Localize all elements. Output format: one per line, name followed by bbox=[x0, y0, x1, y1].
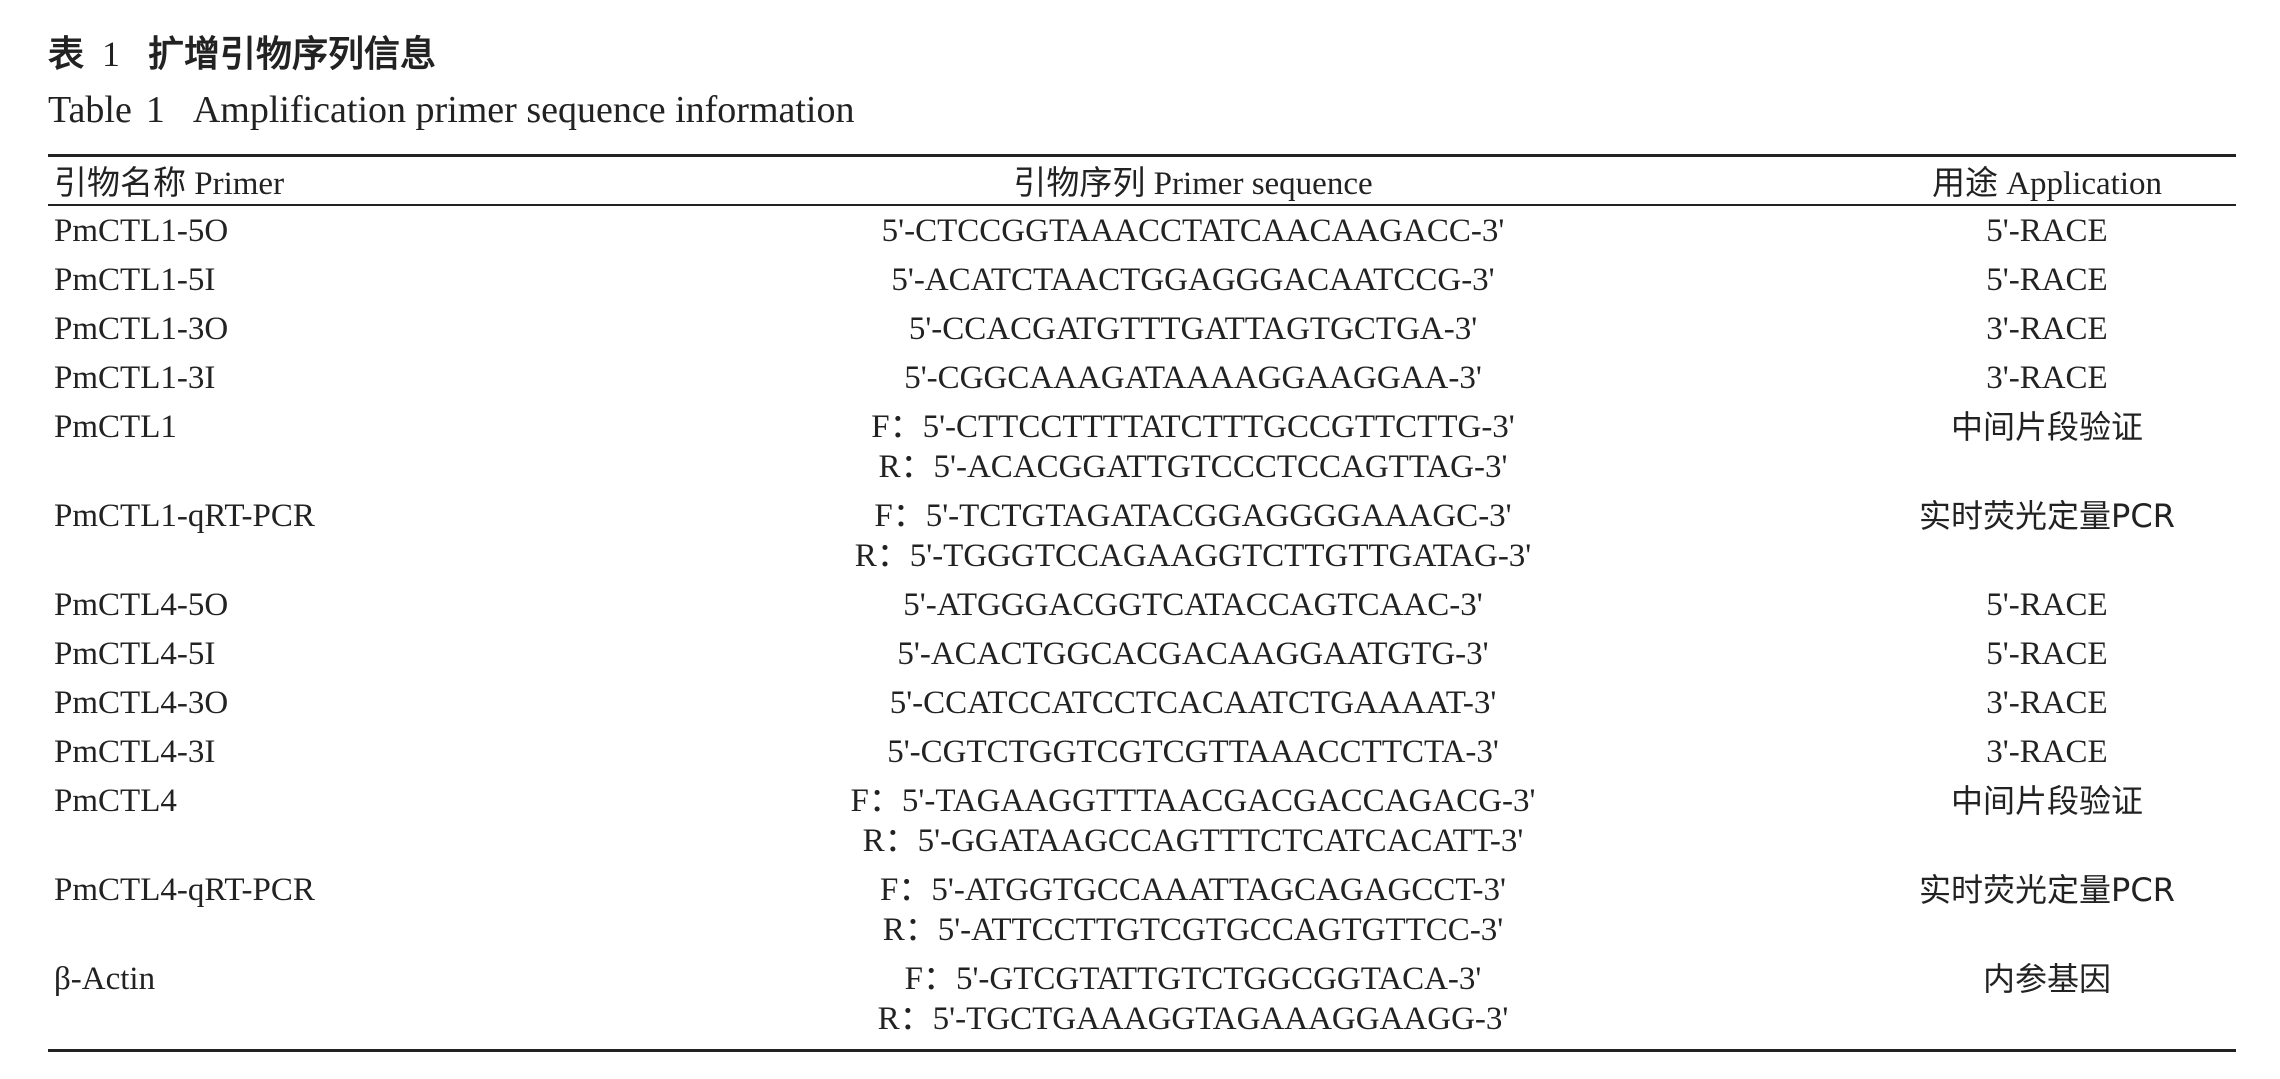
caption-en-label: Table bbox=[48, 89, 132, 131]
primer-application-cell: 5'-RACE bbox=[1986, 636, 2108, 672]
column-header-primer: 引物名称 Primer bbox=[54, 166, 285, 202]
primer-sequence-line: F：5'-TCTGTAGATACGGAGGGGAAAGC-3' bbox=[874, 498, 1512, 534]
primer-sequence-cell: 5'-ATGGGACGGTCATACCAGTCAAC-3' bbox=[528, 585, 1858, 634]
primer-sequence-line: R：5'-TGGGTCCAGAAGGTCTTGTTGATAG-3' bbox=[854, 538, 1532, 574]
primer-name-cell: PmCTL1-3O bbox=[54, 311, 229, 347]
primer-sequence-line: 5'-CCATCCATCCTCACAATCTGAAAAT-3' bbox=[889, 685, 1497, 721]
table-row: PmCTL4 F：5'-TAGAAGGTTTAACGACGACCAGACG-3' R… bbox=[48, 781, 2236, 870]
primer-application-cell: 中间片段验证 bbox=[1950, 782, 2143, 820]
primer-sequence-line: R：5'-GGATAAGCCAGTTTCTCATCACATT-3' bbox=[862, 823, 1524, 859]
primer-table: 引物名称 Primer 引物序列 Primer sequence 用途 Appl… bbox=[48, 156, 2236, 1048]
primer-sequence-line: 5'-CCACGATGTTTGATTAGTGCTGA-3' bbox=[908, 311, 1478, 347]
primer-sequence-line: F：5'-GTCGTATTGTCTGGCGGTACA-3' bbox=[904, 961, 1482, 997]
primer-sequence-line: 5'-CTCCGGTAAACCTATCAACAAGACC-3' bbox=[881, 213, 1505, 249]
table-caption-en: Table 1 Amplification primer sequence info… bbox=[48, 84, 854, 136]
primer-sequence-cell: 5'-CGTCTGGTCGTCGTTAAACCTTCTA-3' bbox=[528, 732, 1858, 781]
column-header-application: 用途 Application bbox=[1931, 166, 2163, 202]
primer-sequence-line: 5'-ACATCTAACTGGAGGGACAATCCG-3' bbox=[891, 262, 1495, 298]
primer-name-cell: PmCTL1-3I bbox=[54, 360, 216, 396]
primer-sequence-line: R：5'-TGCTGAAAGGTAGAAAGGAAGG-3' bbox=[877, 1001, 1509, 1037]
primer-application-cell: 实时荧光定量PCR bbox=[1919, 871, 2175, 909]
primer-application-cell: 实时荧光定量PCR bbox=[1919, 497, 2175, 535]
primer-sequence-cell: 5'-ACACTGGCACGACAAGGAATGTG-3' bbox=[528, 634, 1858, 683]
primer-name-cell: PmCTL1 bbox=[54, 409, 177, 445]
primer-application-cell: 3'-RACE bbox=[1986, 685, 2108, 721]
table-top-rule bbox=[48, 154, 2236, 157]
table-bottom-rule bbox=[48, 1049, 2236, 1052]
primer-name-cell: β-Actin bbox=[54, 961, 156, 997]
table-row: PmCTL4-3I 5'-CGTCTGGTCGTCGTTAAACCTTCTA-3'… bbox=[48, 732, 2236, 781]
table-row: PmCTL4-5I 5'-ACACTGGCACGACAAGGAATGTG-3' 5'… bbox=[48, 634, 2236, 683]
primer-application-cell: 5'-RACE bbox=[1986, 213, 2108, 249]
primer-name-cell: PmCTL4-qRT-PCR bbox=[54, 872, 315, 908]
primer-sequence-line: F：5'-ATGGTGCCAAATTAGCAGAGCCT-3' bbox=[880, 872, 1506, 908]
primer-sequence-cell: 5'-CCACGATGTTTGATTAGTGCTGA-3' bbox=[528, 309, 1858, 358]
primer-name-cell: PmCTL4 bbox=[54, 783, 177, 819]
primer-sequence-cell: F：5'-ATGGTGCCAAATTAGCAGAGCCT-3' R：5'-ATTC… bbox=[528, 870, 1858, 959]
table-body: PmCTL1-5O 5'-CTCCGGTAAACCTATCAACAAGACC-3'… bbox=[48, 204, 2236, 1048]
primer-sequence-cell: F：5'-CTTCCTTTTATCTTTGCCGTTCTTG-3' R：5'-AC… bbox=[528, 407, 1858, 496]
primer-name-cell: PmCTL4-3O bbox=[54, 685, 229, 721]
table-row: β-Actin F：5'-GTCGTATTGTCTGGCGGTACA-3' R：5'… bbox=[48, 959, 2236, 1048]
primer-name-cell: PmCTL4-3I bbox=[54, 734, 216, 770]
primer-name-cell: PmCTL1-5I bbox=[54, 262, 216, 298]
table-row: PmCTL1-5O 5'-CTCCGGTAAACCTATCAACAAGACC-3'… bbox=[48, 204, 2236, 260]
primer-sequence-cell: F：5'-TCTGTAGATACGGAGGGGAAAGC-3' R：5'-TGGG… bbox=[528, 496, 1858, 585]
primer-sequence-cell: F：5'-TAGAAGGTTTAACGACGACCAGACG-3' R：5'-GG… bbox=[528, 781, 1858, 870]
caption-cn-title: 扩增引物序列信息 bbox=[148, 34, 437, 75]
table-row: PmCTL4-3O 5'-CCATCCATCCTCACAATCTGAAAAT-3'… bbox=[48, 683, 2236, 732]
primer-sequence-line: 5'-CGTCTGGTCGTCGTTAAACCTTCTA-3' bbox=[887, 734, 1499, 770]
primer-sequence-cell: 5'-CCATCCATCCTCACAATCTGAAAAT-3' bbox=[528, 683, 1858, 732]
table-row: PmCTL1-3O 5'-CCACGATGTTTGATTAGTGCTGA-3' 3'… bbox=[48, 309, 2236, 358]
primer-sequence-cell: 5'-CGGCAAAGATAAAAGGAAGGAA-3' bbox=[528, 358, 1858, 407]
primer-name-cell: PmCTL1-qRT-PCR bbox=[54, 498, 315, 534]
caption-cn-label: 表 bbox=[48, 34, 85, 75]
primer-sequence-cell: 5'-CTCCGGTAAACCTATCAACAAGACC-3' bbox=[528, 204, 1858, 260]
primer-sequence-line: 5'-ACACTGGCACGACAAGGAATGTG-3' bbox=[897, 636, 1489, 672]
primer-sequence-line: 5'-ATGGGACGGTCATACCAGTCAAC-3' bbox=[903, 587, 1483, 623]
primer-application-cell: 中间片段验证 bbox=[1950, 408, 2143, 446]
primer-application-cell: 3'-RACE bbox=[1986, 734, 2108, 770]
primer-application-cell: 3'-RACE bbox=[1986, 311, 2108, 347]
primer-sequence-line: 5'-CGGCAAAGATAAAAGGAAGGAA-3' bbox=[904, 360, 1482, 396]
primer-name-cell: PmCTL4-5O bbox=[54, 587, 229, 623]
primer-sequence-line: R：5'-ATTCCTTGTCGTGCCAGTGTTCC-3' bbox=[882, 912, 1504, 948]
column-header-sequence: 引物序列 Primer sequence bbox=[1013, 166, 1373, 202]
table-row: PmCTL1-5I 5'-ACATCTAACTGGAGGGACAATCCG-3' 5… bbox=[48, 260, 2236, 309]
primer-sequence-cell: 5'-ACATCTAACTGGAGGGACAATCCG-3' bbox=[528, 260, 1858, 309]
primer-sequence-cell: F：5'-GTCGTATTGTCTGGCGGTACA-3' R：5'-TGCTGA… bbox=[528, 959, 1858, 1048]
primer-sequence-line: F：5'-CTTCCTTTTATCTTTGCCGTTCTTG-3' bbox=[871, 409, 1515, 445]
primer-application-cell: 5'-RACE bbox=[1986, 587, 2108, 623]
table-row: PmCTL4-5O 5'-ATGGGACGGTCATACCAGTCAAC-3' 5'… bbox=[48, 585, 2236, 634]
primer-application-cell: 3'-RACE bbox=[1986, 360, 2108, 396]
primer-sequence-line: F：5'-TAGAAGGTTTAACGACGACCAGACG-3' bbox=[850, 783, 1536, 819]
primer-application-cell: 5'-RACE bbox=[1986, 262, 2108, 298]
primer-application-cell: 内参基因 bbox=[1982, 960, 2111, 998]
primer-name-cell: PmCTL1-5O bbox=[54, 213, 229, 249]
primer-sequence-line: R：5'-ACACGGATTGTCCCTCCAGTTAG-3' bbox=[878, 449, 1508, 485]
primer-name-cell: PmCTL4-5I bbox=[54, 636, 216, 672]
table-row: PmCTL1-3I 5'-CGGCAAAGATAAAAGGAAGGAA-3' 3'-… bbox=[48, 358, 2236, 407]
table-row: PmCTL1 F：5'-CTTCCTTTTATCTTTGCCGTTCTTG-3' R… bbox=[48, 407, 2236, 496]
table-row: PmCTL4-qRT-PCR F：5'-ATGGTGCCAAATTAGCAGAGC… bbox=[48, 870, 2236, 959]
caption-en-number: 1 bbox=[145, 89, 165, 131]
table-header-row: 引物名称 Primer 引物序列 Primer sequence 用途 Appl… bbox=[48, 156, 2236, 204]
table-header-rule bbox=[48, 204, 2236, 206]
caption-en-title: Amplification primer sequence informatio… bbox=[192, 89, 855, 131]
caption-cn-number: 1 bbox=[102, 34, 121, 74]
table-row: PmCTL1-qRT-PCR F：5'-TCTGTAGATACGGAGGGGAAA… bbox=[48, 496, 2236, 585]
